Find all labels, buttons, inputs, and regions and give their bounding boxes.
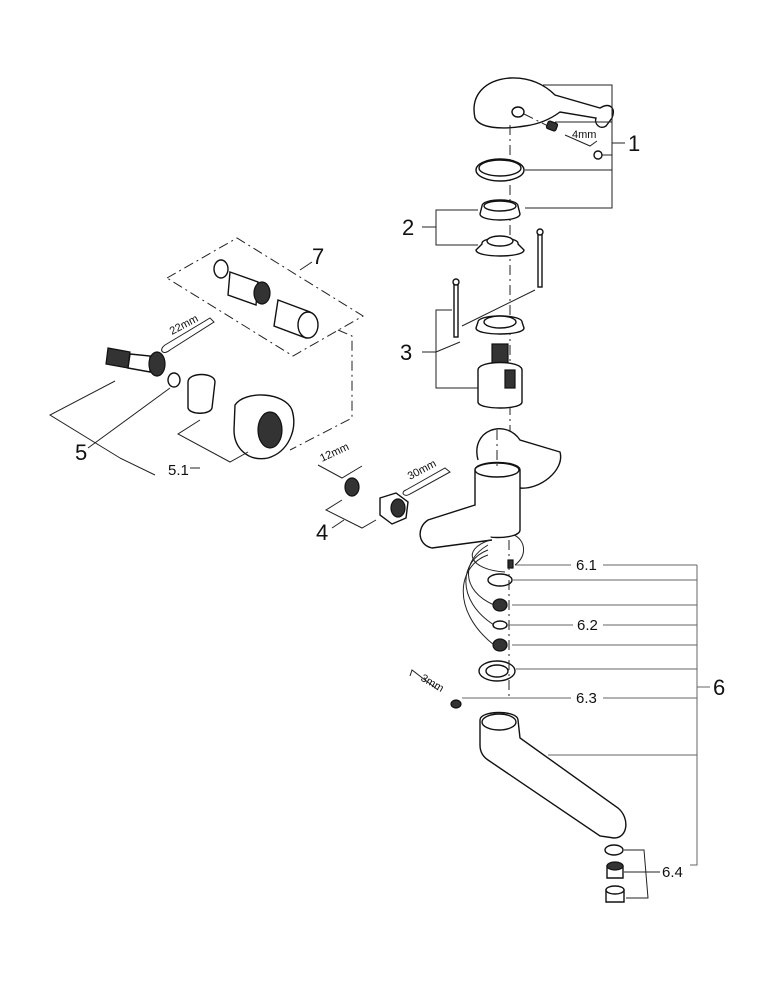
label-5-1: 5.1 [168,462,189,479]
callout-5: 5 [48,380,171,476]
hex-key-4mm-icon: 4mm [564,129,598,147]
part-2-clip-bushing[interactable] [475,199,525,257]
part-7-adapter-kit[interactable] [166,237,364,357]
hex-key-12mm-icon: 12mm [317,441,363,479]
part-6-2-o-ring[interactable] [492,598,508,652]
callout-1: 1 [525,84,640,209]
label-1: 1 [628,131,640,156]
part-6-4-aerator[interactable] [604,844,625,903]
part-4-fitting[interactable] [344,477,409,525]
hex-key-3mm-icon: 3mm [409,669,446,695]
wrench-30mm-icon: 30mm [402,458,451,496]
part-5-connector[interactable] [105,347,295,460]
assembly-arrows [462,534,524,646]
faucet-body [419,428,562,549]
cap-plug [593,150,603,160]
handle-ring [475,158,525,182]
tool-size-30mm: 30mm [406,458,439,483]
label-5: 5 [75,440,87,465]
callout-7: 7 [289,244,353,451]
tool-size-12mm: 12mm [318,441,351,465]
part-6-3-grub-screw[interactable] [450,699,462,709]
callout-4: 4 [316,499,377,545]
part-6-spout[interactable] [479,711,627,839]
label-3: 3 [400,340,412,365]
label-6: 6 [713,675,725,700]
part-1-lever-handle[interactable] [473,77,614,475]
label-2: 2 [402,215,414,240]
label-6-4: 6.4 [662,864,683,881]
tool-size-4mm: 4mm [572,129,596,141]
washer [478,660,516,682]
label-6-2: 6.2 [577,617,598,634]
part-3-cartridge[interactable] [452,228,544,409]
callout-6: 6.1 6.2 6.3 6 [462,540,725,866]
label-6-1: 6.1 [576,557,597,574]
label-7: 7 [312,244,324,269]
callout-3: 3 [400,289,536,389]
wrench-22mm-icon: 22mm [161,313,215,353]
grub-screw [545,120,559,132]
callout-5-1: 5.1 [168,419,249,479]
label-4: 4 [316,520,328,545]
tool-size-3mm: 3mm [419,672,446,695]
callout-6-4: 6.4 [624,849,683,899]
callout-2: 2 [402,209,478,246]
label-6-3: 6.3 [576,690,597,707]
